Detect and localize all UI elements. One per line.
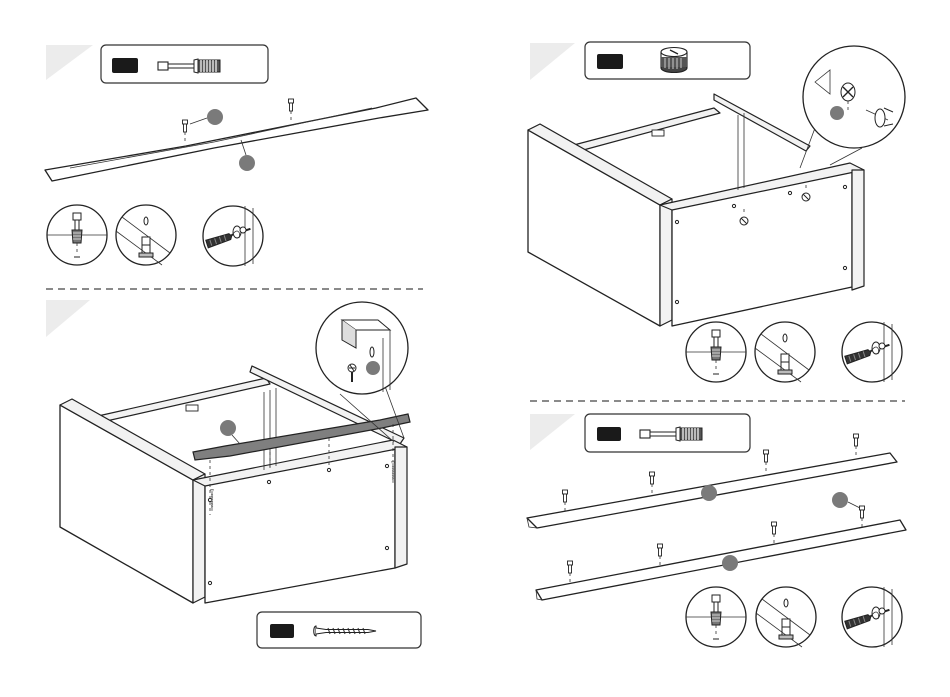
part-quantity-badge: [112, 58, 138, 73]
detail-bolt-in-panel: [756, 587, 816, 647]
drawer-frame: [60, 366, 407, 603]
step-bottom-right: [527, 414, 906, 647]
cam-bolt-pin: [658, 544, 663, 566]
cam-bolt-pin: [860, 506, 865, 528]
step-top-left: [45, 45, 428, 266]
cam-lock-icon: [661, 48, 687, 73]
part-quantity-badge: [597, 54, 623, 69]
part-quantity-badge: [597, 427, 621, 441]
callout-marker: [701, 485, 717, 501]
detail-cam-lock-zoom: [800, 46, 905, 168]
parts-box: [585, 414, 750, 452]
cam-bolt-pin: [650, 472, 655, 494]
cam-bolt-pin: [764, 450, 769, 472]
cam-bolt-pin: [772, 522, 777, 544]
top-rail: [45, 98, 428, 181]
callout-marker: [830, 106, 844, 120]
detail-bolt-insert: [686, 587, 746, 647]
callout-marker: [207, 109, 223, 125]
callout-marker: [220, 420, 236, 436]
parts-box: [101, 45, 268, 83]
step-number-tab: [46, 45, 93, 80]
parts-box: [257, 612, 421, 648]
callout-marker: [722, 555, 738, 571]
step-number-tab: [530, 43, 575, 80]
detail-bolt-insert: [686, 322, 746, 382]
callout-marker: [832, 492, 848, 508]
parts-box: [585, 42, 750, 79]
detail-bolt-insert: [47, 205, 107, 265]
step-bottom-left: [46, 300, 421, 648]
callout-marker: [239, 155, 255, 171]
cam-bolt-pin: [289, 99, 294, 121]
step-number-tab: [530, 414, 575, 450]
cam-bolt-pin: [854, 434, 859, 456]
step-top-right: [528, 42, 905, 382]
detail-screwdriver-tighten: [203, 206, 263, 266]
detail-bolt-in-panel: [755, 322, 815, 382]
cam-bolt-pin: [563, 490, 568, 512]
detail-screwdriver-tighten: [842, 322, 902, 382]
detail-screwdriver-tighten: [842, 587, 902, 647]
callout-marker: [366, 361, 380, 375]
step-number-tab: [46, 300, 90, 337]
cam-bolt-pin: [568, 561, 573, 583]
part-quantity-badge: [270, 624, 294, 638]
cam-bolt-pin: [183, 120, 188, 142]
detail-bolt-in-panel: [116, 205, 176, 265]
